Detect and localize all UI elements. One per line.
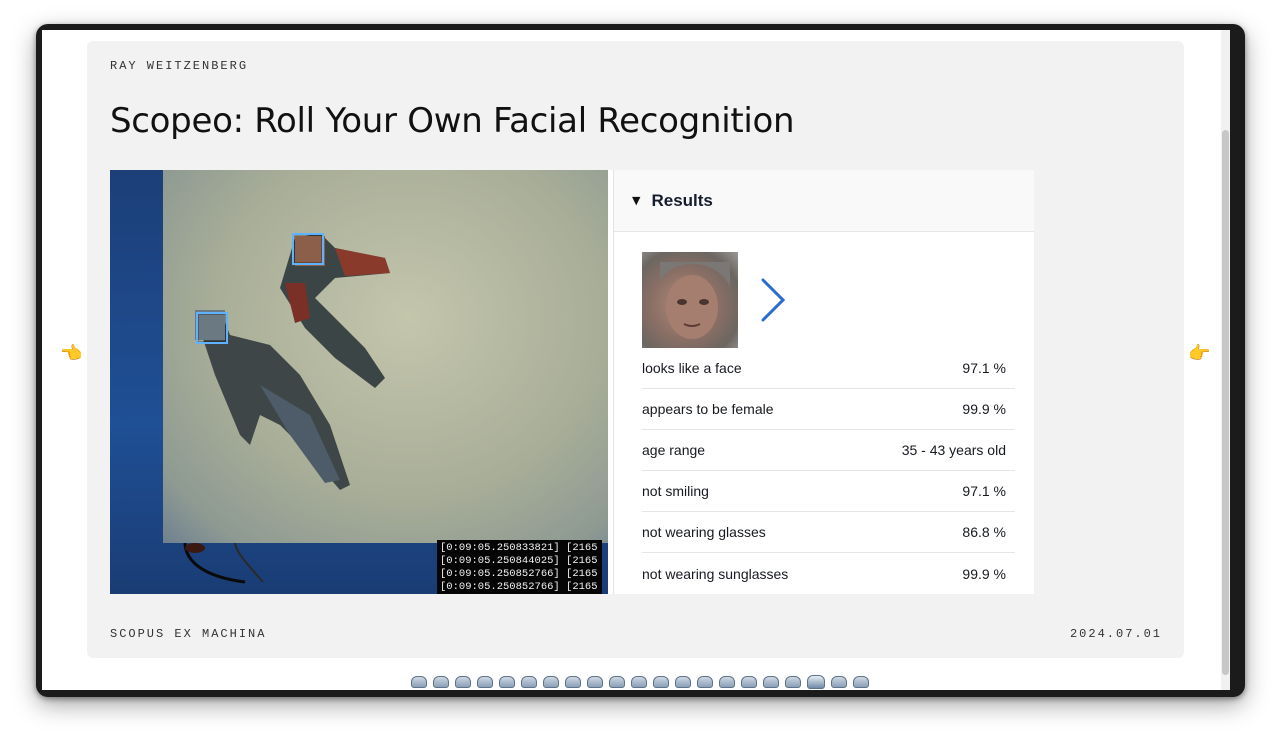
pagination-dot[interactable] [741,676,757,688]
caret-down-icon: ▼ [632,194,641,207]
scroll-thumb[interactable] [1222,130,1229,675]
results-panel: ▼ Results [613,170,1034,594]
result-value: 97.1 % [962,483,1006,499]
pagination-dot[interactable] [455,676,471,688]
terminal-line: [0:09:05.250852766] [2165 [440,568,598,580]
pagination-dot[interactable] [433,676,449,688]
pagination-dot[interactable] [653,676,669,688]
result-value: 97.1 % [962,360,1006,376]
result-label: appears to be female [642,401,774,417]
pagination-dot[interactable] [565,676,581,688]
scrollbar[interactable] [1221,30,1230,690]
pagination-dot[interactable] [697,676,713,688]
result-row: age range 35 - 43 years old [642,430,1015,471]
pagination-dot[interactable] [763,676,779,688]
face-thumbnail[interactable] [642,252,738,348]
result-row: not smiling 97.1 % [642,471,1015,512]
face-box-lower [196,312,228,344]
result-label: not wearing sunglasses [642,565,789,582]
result-label: not smiling [642,483,709,499]
pagination-dot[interactable] [411,676,427,688]
person-figure-upper [275,228,415,393]
results-header[interactable]: ▼ Results [614,170,1034,232]
slide-pagination [0,672,1280,692]
author-name: RAY WEITZENBERG [110,59,249,73]
chevron-right-icon[interactable] [760,277,786,323]
browser-screen: RAY WEITZENBERG Scopeo: Roll Your Own Fa… [42,30,1230,690]
result-value: 99.9 % [962,401,1006,417]
face-thumbnail-row [642,252,786,348]
terminal-line: [0:09:05.250833821] [2165 [440,542,598,554]
pagination-dot[interactable] [521,676,537,688]
pagination-dot[interactable] [631,676,647,688]
car-outline-shape [183,542,264,584]
pagination-dot[interactable] [543,676,559,688]
pagination-dot[interactable] [831,676,847,688]
result-row: not wearing glasses 86.8 % [642,512,1015,553]
pagination-dot[interactable] [609,676,625,688]
pagination-dot[interactable] [719,676,735,688]
result-row: not wearing sunglasses 99.9 % [642,553,1015,594]
footer-date: 2024.07.01 [1069,627,1162,641]
pointing-left-hand-icon[interactable]: 👈 [60,343,83,364]
terminal-log: [0:09:05.250833821] [2165 [0:09:05.25084… [437,540,602,594]
result-row: looks like a face 97.1 % [642,348,1015,389]
result-row: appears to be female 99.9 % [642,389,1015,430]
result-value: 35 - 43 years old [901,442,1006,458]
result-value: 86.8 % [962,524,1006,540]
result-value: 99.9 % [962,565,1006,582]
terminal-line: [0:09:05.250844025] [2165 [440,555,598,567]
terminal-line: [0:09:05.250852766] [2165 [440,581,598,593]
pagination-dot[interactable] [807,675,825,689]
result-label: not wearing glasses [642,524,766,540]
result-label: looks like a face [642,360,742,376]
pagination-dot[interactable] [587,676,603,688]
footer-section: SCOPUS EX MACHINA [110,627,267,641]
face-box-upper [292,233,324,265]
pagination-dot[interactable] [499,676,515,688]
video-frame: [0:09:05.250833821] [2165 [0:09:05.25084… [110,170,608,594]
pagination-dot[interactable] [853,676,869,688]
results-title: Results [651,190,713,210]
slide-card: RAY WEITZENBERG Scopeo: Roll Your Own Fa… [87,41,1184,658]
result-label: age range [642,442,706,458]
pagination-dot[interactable] [477,676,493,688]
pagination-dot[interactable] [675,676,691,688]
results-list: looks like a face 97.1 % appears to be f… [642,348,1015,594]
pagination-dot[interactable] [785,676,801,688]
slide-media: [0:09:05.250833821] [2165 [0:09:05.25084… [110,170,1034,594]
page-title: Scopeo: Roll Your Own Facial Recognition [110,101,795,141]
pointing-right-hand-icon[interactable]: 👉 [1188,343,1211,364]
person-figure-lower [190,305,355,495]
